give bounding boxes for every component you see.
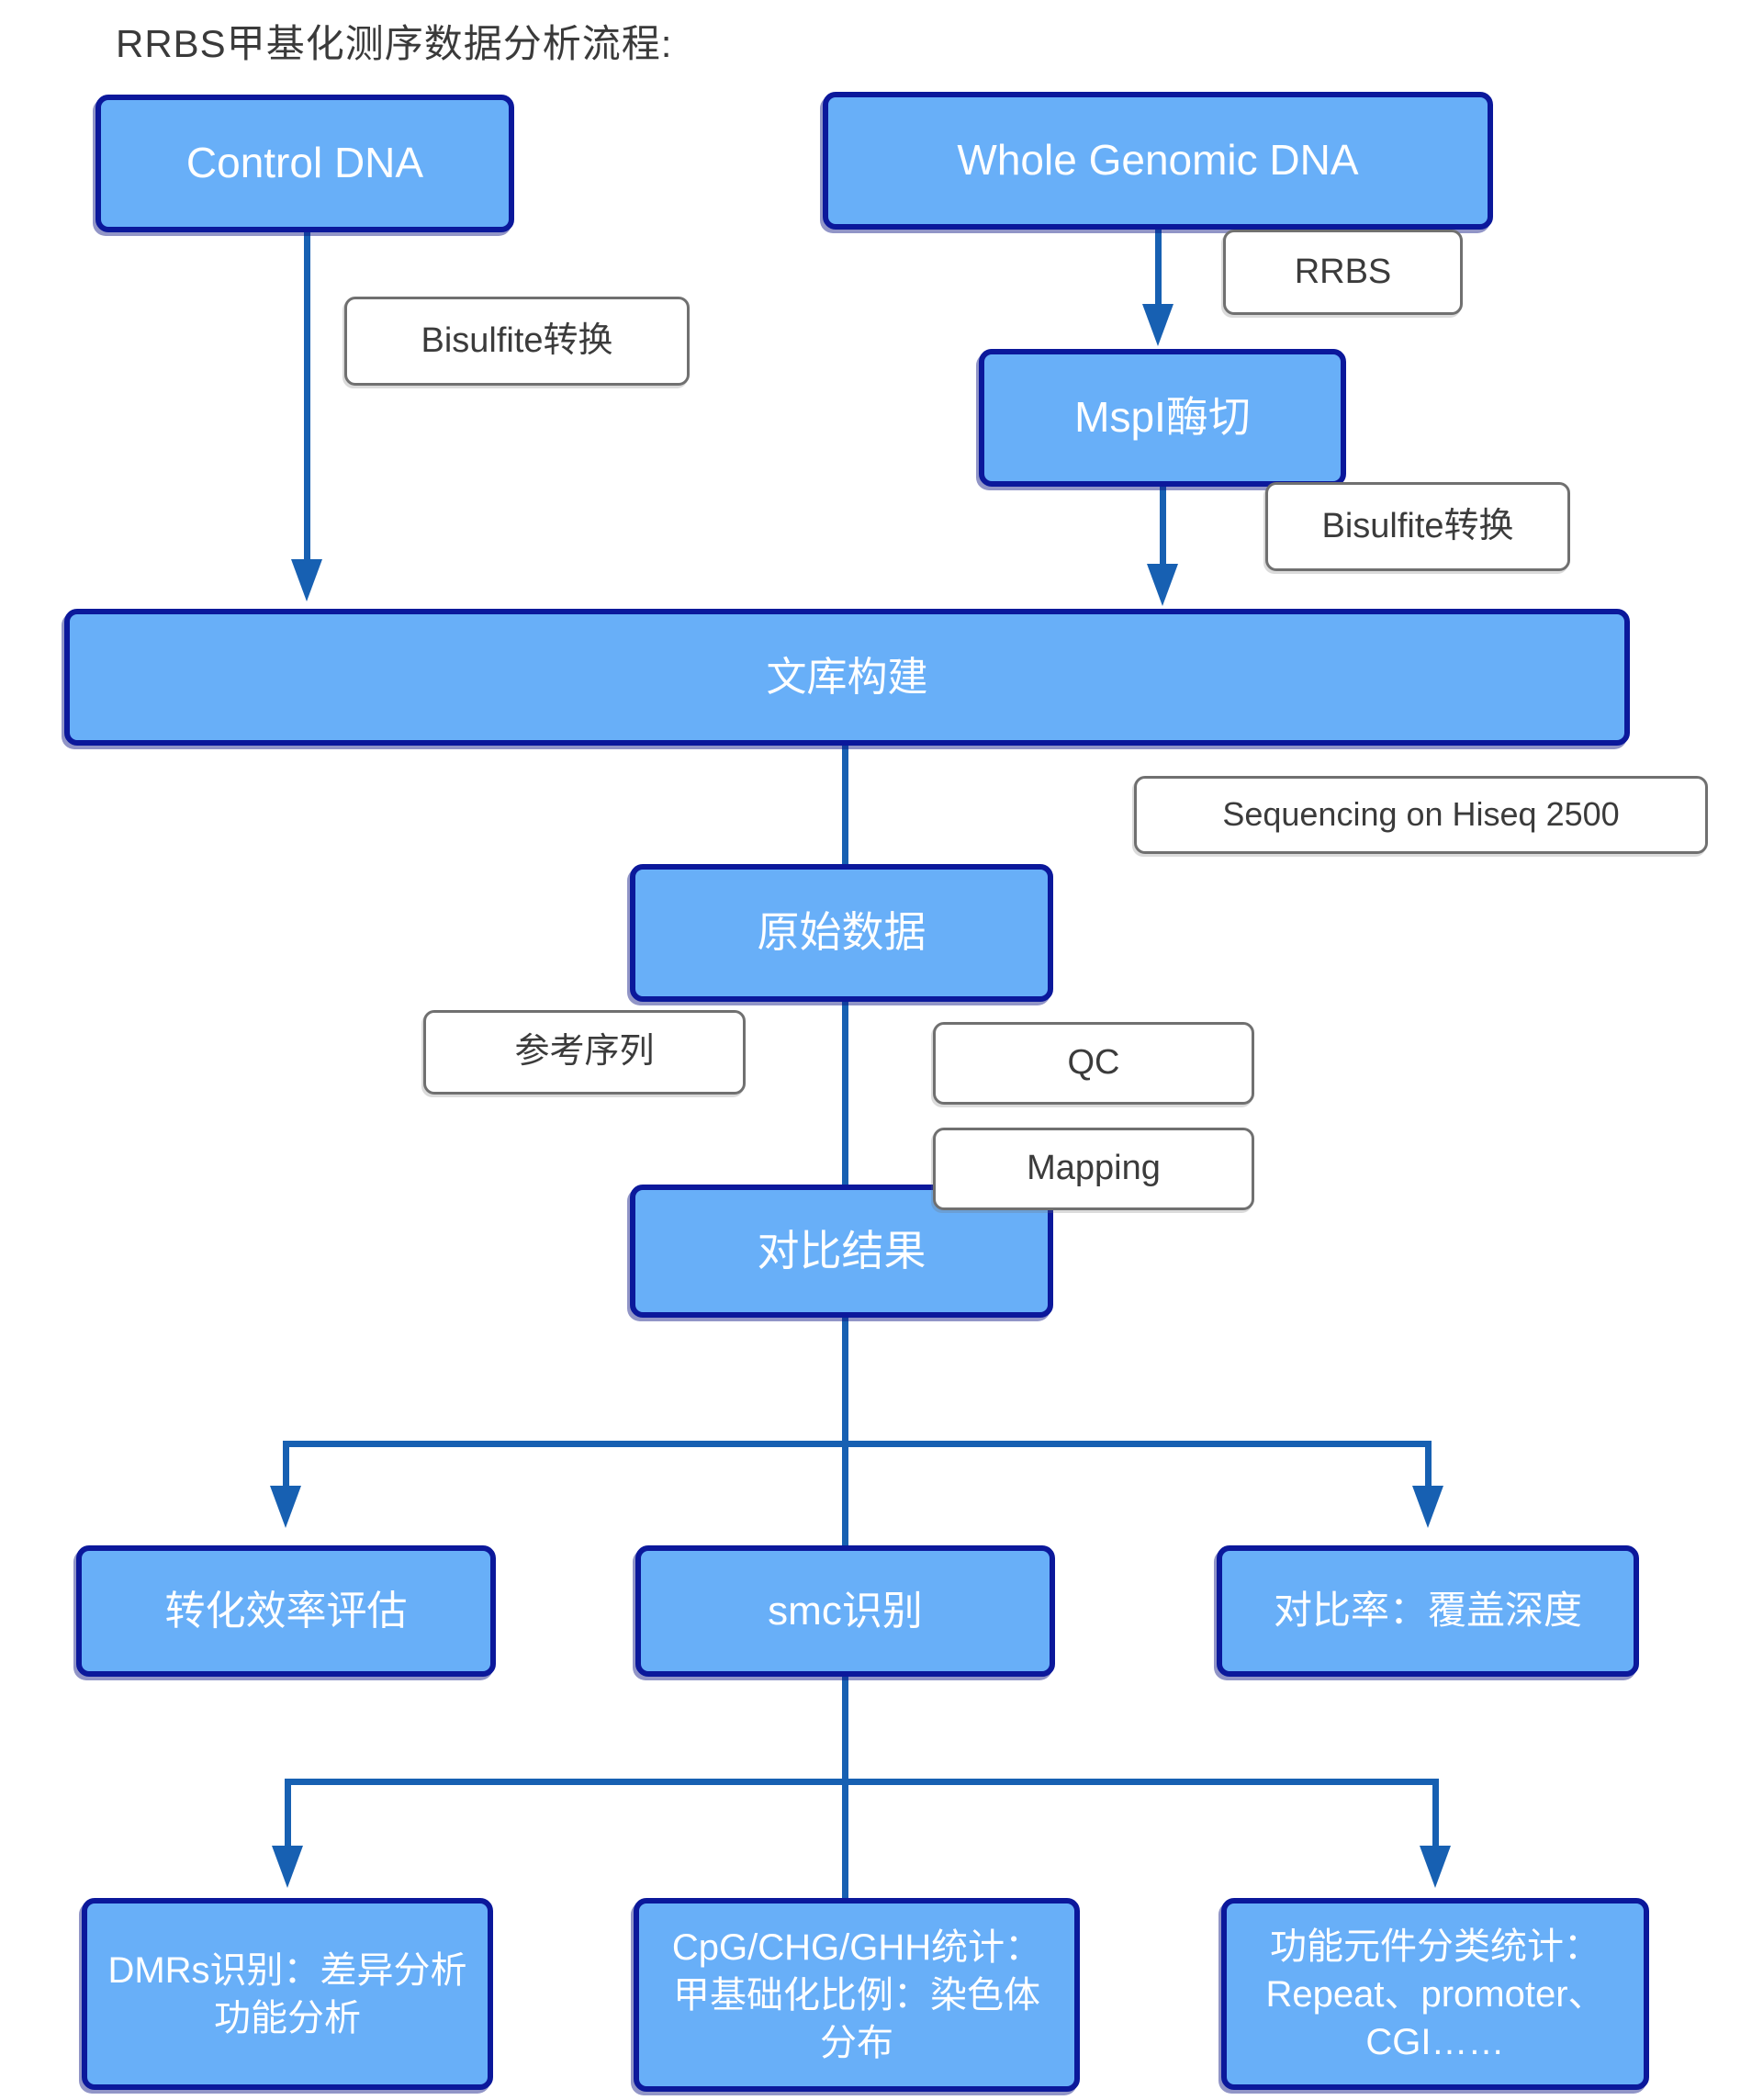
arrow-mspi-to-library-shaft <box>1159 487 1166 567</box>
branch2-right-arrow-head <box>1420 1846 1451 1888</box>
functional-elements-stats: 功能元件分类统计： Repeat、promoter、 CGI…… <box>1221 1898 1649 2090</box>
branch2-left-arrow-head <box>272 1846 303 1888</box>
branch1-horizontal <box>282 1440 1432 1447</box>
arrow-wgd-to-mspi-head <box>1142 304 1173 346</box>
branch1-left-arrow-head <box>270 1486 301 1528</box>
library-construction: 文库构建 <box>64 609 1630 746</box>
branch1-left-arrow-shaft <box>282 1443 289 1489</box>
branch1-right-arrow-head <box>1412 1486 1443 1528</box>
mapping-label: Mapping <box>933 1128 1254 1210</box>
conversion-efficiency: 转化效率评估 <box>76 1545 496 1677</box>
mspi-digestion: MspI酶切 <box>979 349 1346 487</box>
dmrs-identification: DMRs识别：差异分析 功能分析 <box>82 1898 493 2090</box>
line-branch1-to-smc <box>841 1443 848 1552</box>
control-dna: Control DNA <box>95 95 514 232</box>
diagram-title: RRBS甲基化测序数据分析流程: <box>116 22 673 65</box>
reference-sequence: 参考序列 <box>423 1010 746 1095</box>
line-rawdata-to-alignment <box>841 1002 848 1185</box>
raw-data: 原始数据 <box>630 864 1053 1002</box>
arrow-wgd-to-mspi-shaft <box>1154 230 1162 308</box>
branch1-right-arrow-shaft <box>1424 1443 1432 1489</box>
branch2-horizontal <box>284 1778 1439 1785</box>
line-alignment-to-branch1 <box>841 1318 848 1443</box>
bisulfite-conversion-left: Bisulfite转换 <box>344 297 690 386</box>
arrow-control-to-library-shaft <box>303 232 310 563</box>
arrow-control-to-library-head <box>291 559 322 601</box>
smc-identification: smc识别 <box>635 1545 1055 1677</box>
mapping-rate-coverage: 对比率：覆盖深度 <box>1217 1545 1639 1677</box>
line-library-to-rawdata <box>841 746 848 864</box>
line-smc-to-branch2 <box>841 1677 848 1781</box>
arrow-mspi-to-library-head <box>1147 564 1178 606</box>
branch2-left-arrow-shaft <box>284 1781 291 1849</box>
rrbs-label: RRBS <box>1223 230 1463 315</box>
cpg-chg-ghh-stats: CpG/CHG/GHH统计： 甲基础化比例：染色体 分布 <box>634 1898 1080 2092</box>
branch2-right-arrow-shaft <box>1432 1781 1439 1849</box>
qc-label: QC <box>933 1022 1254 1105</box>
whole-genomic-dna: Whole Genomic DNA <box>823 92 1493 230</box>
sequencing-hiseq-2500: Sequencing on Hiseq 2500 <box>1134 776 1708 854</box>
line-branch2-to-cpg <box>841 1781 848 1903</box>
bisulfite-conversion-right: Bisulfite转换 <box>1265 482 1570 571</box>
